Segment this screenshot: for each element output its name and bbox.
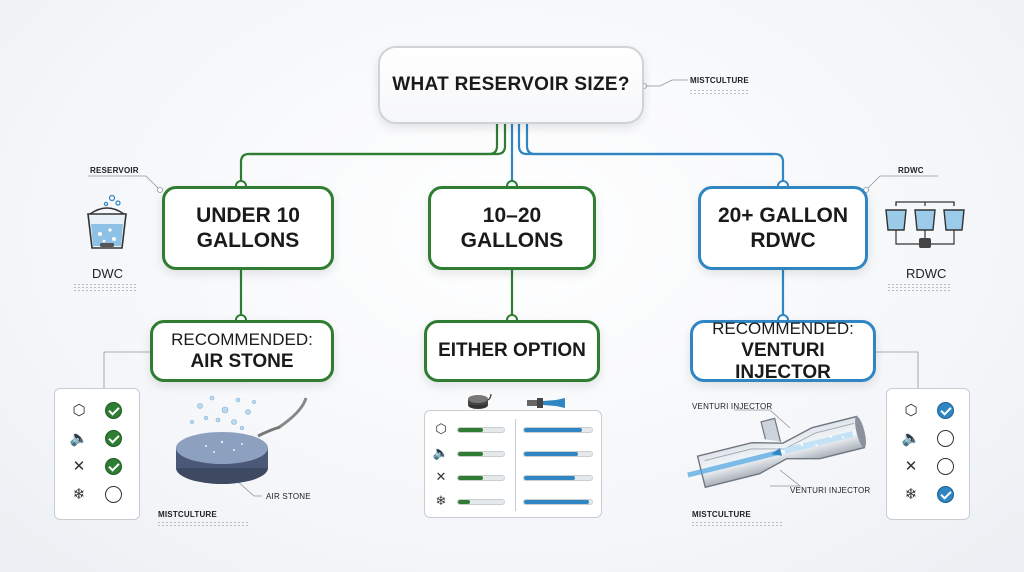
left-brand-label: MISTCULTURE (158, 510, 217, 519)
hexagons-icon: ⬡ (904, 402, 918, 419)
checked-circle-icon (937, 486, 954, 503)
air-stone-level-bar (457, 451, 505, 457)
option-3-line1: 20+ GALLON (717, 204, 849, 227)
rdwc-tag: RDWC (898, 166, 924, 175)
right-brand-caption (692, 520, 782, 530)
comparison-card: ⬡ 🔈 ✕ ❄ (424, 410, 602, 518)
root-title: WHAT RESERVOIR SIZE? (392, 74, 630, 95)
left-brand-caption (158, 520, 248, 530)
checked-circle-icon (105, 402, 122, 419)
reservoir-tag: RESERVOIR (90, 166, 139, 175)
venturi-level-bar (523, 451, 593, 457)
venturi-top-label: VENTURI INJECTOR (692, 402, 773, 411)
venturi-level-bar (523, 475, 593, 481)
option-2-line2: GALLONS (460, 229, 564, 252)
tools-icon: ✕ (435, 469, 447, 484)
right-brand-label: MISTCULTURE (692, 510, 751, 519)
snowflake-icon: ❄ (904, 486, 918, 503)
venturi-level-bar (523, 427, 593, 433)
speaker-icon: 🔈 (69, 430, 89, 447)
checked-circle-icon (105, 458, 122, 475)
venturi-bottom-label: VENTURI INJECTOR (790, 486, 871, 495)
air-stone-level-bar (457, 427, 505, 433)
rdwc-label: RDWC (906, 266, 947, 281)
speaker-icon: 🔈 (901, 430, 921, 447)
root-question: WHAT RESERVOIR SIZE? (378, 46, 644, 124)
air-stone-level-bar (457, 475, 505, 481)
air-stone-criteria-card: ⬡ 🔈 ✕ ❄ (54, 388, 140, 520)
venturi-injector-illustration (687, 415, 867, 489)
root-tag: MISTCULTURE (690, 76, 749, 85)
checked-circle-icon (105, 430, 122, 447)
comparison-divider (515, 419, 516, 511)
venturi-criteria-card: ⬡ 🔈 ✕ ❄ (886, 388, 970, 520)
option-2-line1: 10–20 (482, 204, 542, 227)
recommend-either-option: EITHER OPTION (424, 320, 600, 382)
snowflake-icon: ❄ (72, 486, 86, 503)
air-stone-mini-icon (468, 393, 492, 409)
recommend-air-stone: RECOMMENDED: AIR STONE (150, 320, 334, 382)
unchecked-circle-icon (937, 458, 954, 475)
root-tag-caption (690, 88, 750, 98)
dwc-label: DWC (92, 266, 124, 281)
recommend-venturi-injector: RECOMMENDED: VENTURI INJECTOR (690, 319, 876, 383)
speaker-icon: 🔈 (432, 445, 450, 460)
air-stone-label: AIR STONE (266, 492, 311, 501)
venturi-mini-icon (527, 398, 565, 408)
hexagons-icon: ⬡ (72, 402, 86, 419)
snowflake-icon: ❄ (435, 493, 447, 508)
tools-icon: ✕ (904, 458, 918, 475)
venturi-level-bar (523, 499, 593, 505)
recommend-1-line2: AIR STONE (190, 351, 294, 372)
unchecked-circle-icon (937, 430, 954, 447)
hexagons-icon: ⬡ (435, 421, 447, 436)
recommend-2-line1: EITHER OPTION (438, 340, 586, 361)
option-1-line1: UNDER 10 (196, 204, 300, 227)
recommend-3-line1: RECOMMENDED: (712, 319, 854, 338)
option-1-line2: GALLONS (196, 229, 300, 252)
rdwc-system-icon (885, 201, 965, 248)
dwc-caption (74, 282, 138, 292)
dwc-bucket-icon (87, 194, 127, 249)
tools-icon: ✕ (72, 458, 86, 475)
recommend-1-line1: RECOMMENDED: (171, 330, 313, 349)
air-stone-illustration (176, 395, 308, 484)
option-3-line2: RDWC (750, 229, 816, 252)
checked-circle-icon (937, 402, 954, 419)
rdwc-caption (888, 282, 952, 292)
recommend-3-line2: VENTURI INJECTOR (735, 340, 831, 383)
air-stone-level-bar (457, 499, 505, 505)
unchecked-circle-icon (105, 486, 122, 503)
